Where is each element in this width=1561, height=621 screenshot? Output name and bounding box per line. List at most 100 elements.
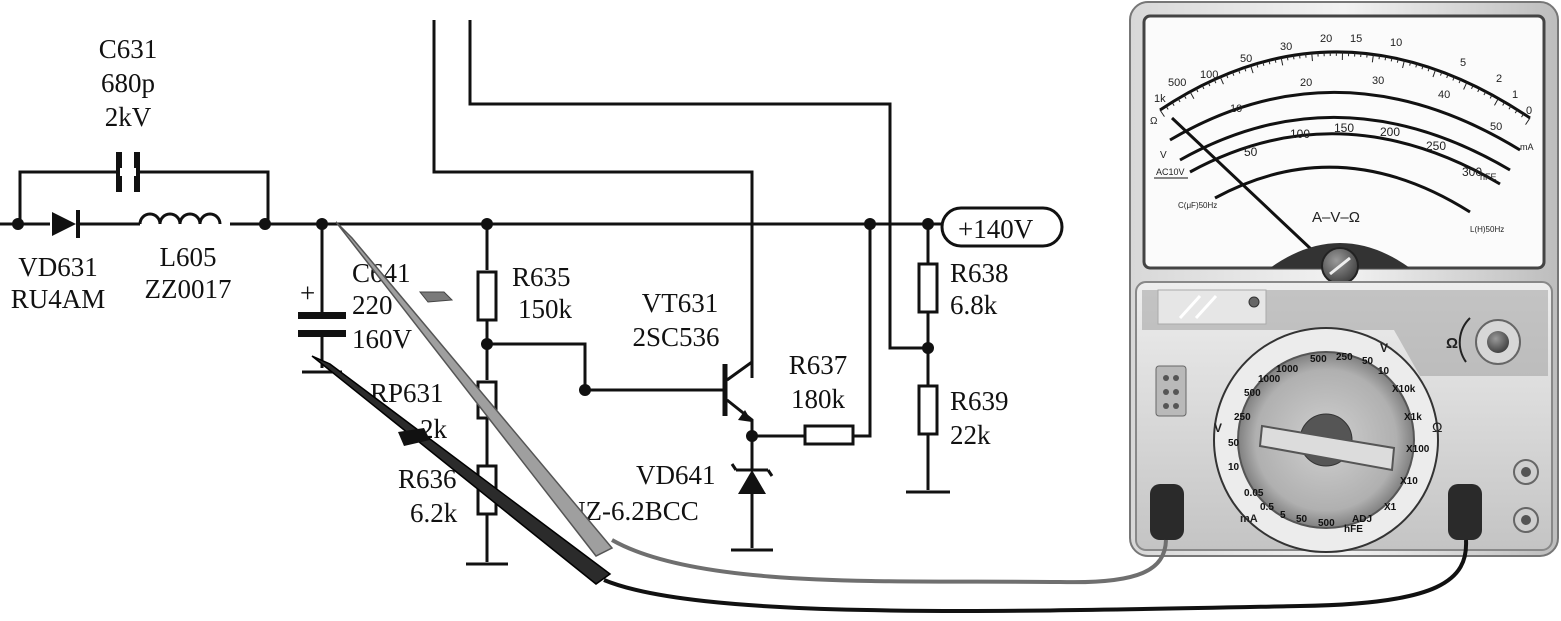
hfe-label: hFE: [1480, 172, 1497, 182]
scale-tick: [1171, 102, 1175, 106]
svg-text:50: 50: [1228, 438, 1240, 449]
scale-tick: [1219, 76, 1224, 85]
svg-text:500: 500: [1168, 77, 1186, 89]
meter-needle: [1170, 116, 1314, 252]
c641-plus-sign: +: [300, 278, 315, 308]
svg-text:ADJ: ADJ: [1352, 514, 1372, 525]
scale-tick: [1159, 109, 1165, 117]
scale-tick: [1440, 71, 1443, 76]
dial-dc-v-ranges: 10 50 250 500 1000: [1228, 374, 1281, 473]
svg-text:10: 10: [1390, 37, 1402, 49]
scale-tick: [1446, 73, 1449, 79]
svg-text:1000: 1000: [1276, 364, 1299, 375]
svg-text:15: 15: [1350, 33, 1362, 45]
scale-tick: [1165, 105, 1169, 110]
scale-tick: [1286, 56, 1289, 61]
gray-probe-lead: [611, 538, 1168, 585]
r638-symbol: [917, 262, 939, 314]
svg-text:X1k: X1k: [1404, 412, 1422, 423]
svg-text:50: 50: [1490, 121, 1502, 133]
scale-tick: [1177, 98, 1181, 103]
scale-tick: [1390, 57, 1393, 62]
svg-text:10: 10: [1378, 366, 1390, 377]
svg-text:2: 2: [1496, 73, 1502, 85]
probe-plug-left: [1150, 484, 1184, 540]
scale-tick: [1201, 85, 1205, 90]
svg-text:X100: X100: [1406, 444, 1430, 455]
svg-text:500: 500: [1318, 518, 1335, 529]
dc-scale-arc: [1169, 91, 1521, 152]
supply-label: +140V: [958, 214, 1034, 244]
ac10v-label: AC10V: [1156, 167, 1185, 177]
gray-probe: [335, 221, 614, 557]
test-probes: [311, 221, 1469, 613]
ohm-scale-label: Ω: [1150, 116, 1158, 127]
r639-symbol: [917, 384, 939, 436]
scale-tick: [1274, 58, 1277, 63]
node-dot: [12, 218, 24, 230]
black-probe-lead: [603, 539, 1469, 613]
scale-ticks: [1159, 51, 1531, 125]
svg-text:0: 0: [1526, 105, 1532, 117]
scale-tick: [1298, 54, 1301, 59]
svg-text:20: 20: [1320, 33, 1332, 45]
scale-tick: [1378, 55, 1381, 60]
range-selector-knob[interactable]: [1258, 424, 1396, 472]
scale-tick: [1427, 67, 1430, 72]
svg-text:40: 40: [1438, 89, 1450, 101]
scale-tick: [1213, 79, 1217, 84]
dial-v-left-label: V: [1214, 421, 1222, 435]
r637-symbol: [803, 424, 855, 446]
svg-text:100: 100: [1290, 127, 1310, 141]
probe-plug-right: [1448, 484, 1482, 540]
scale-tick: [1244, 67, 1247, 72]
dial-v-top-label: V: [1380, 341, 1388, 355]
svg-text:300: 300: [1462, 165, 1482, 179]
black-probe: [311, 355, 612, 585]
rotate-arrow-icon: [1458, 317, 1471, 363]
r635-symbol: [476, 270, 498, 322]
svg-text:10: 10: [1230, 103, 1242, 115]
svg-text:30: 30: [1280, 41, 1292, 53]
multimeter: 1k 500 100 50 30 20 15 10 5 2 1 0 10 20 …: [1129, 1, 1559, 557]
scale-tick: [1483, 91, 1487, 96]
svg-text:30: 30: [1372, 75, 1384, 87]
scale-tick: [1195, 88, 1199, 93]
svg-text:5: 5: [1460, 57, 1466, 69]
scale-tick: [1262, 61, 1265, 66]
svg-text:100: 100: [1200, 69, 1218, 81]
vd641-symbol: [730, 463, 774, 552]
c631-symbol: [116, 152, 122, 192]
svg-text:1000: 1000: [1258, 374, 1281, 385]
svg-text:50: 50: [1362, 356, 1374, 367]
scale-tick: [1280, 57, 1284, 66]
svg-text:0.05: 0.05: [1244, 488, 1264, 499]
scale-tick: [1207, 82, 1211, 87]
svg-text:50: 50: [1244, 145, 1258, 159]
c641-symbol: [298, 312, 346, 319]
svg-text:hFE: hFE: [1344, 524, 1363, 535]
svg-text:X10: X10: [1400, 476, 1418, 487]
scale-tick: [1237, 69, 1241, 74]
scale-tick: [1502, 101, 1506, 106]
zero-adjust-omega-label: Ω: [1446, 335, 1458, 352]
hfe-socket[interactable]: [1155, 365, 1187, 417]
c631-branch-wire: [18, 170, 270, 224]
svg-text:50: 50: [1296, 514, 1308, 525]
svg-text:5: 5: [1280, 510, 1286, 521]
indicator-dot: [1248, 296, 1260, 308]
node-dot: [259, 218, 271, 230]
svg-text:500: 500: [1244, 388, 1261, 399]
svg-text:200: 200: [1380, 125, 1400, 139]
svg-text:1: 1: [1512, 89, 1518, 101]
scale-tick: [1183, 94, 1187, 99]
svg-text:250: 250: [1234, 412, 1251, 423]
capacitance-label: C(μF)50Hz: [1178, 201, 1217, 210]
scale-tick: [1231, 71, 1235, 76]
mirror-slot: [1157, 289, 1267, 325]
